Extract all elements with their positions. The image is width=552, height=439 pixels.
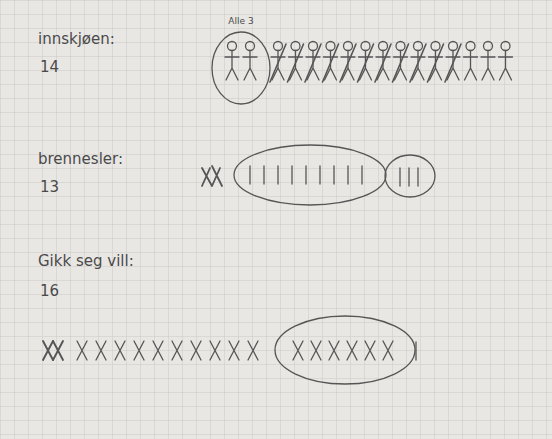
handwritten-label: brennesler: <box>38 150 123 168</box>
group-heading: Alle 3 <box>210 16 272 26</box>
tally-marks <box>202 145 435 205</box>
handwritten-label: 13 <box>40 178 59 196</box>
circled-group: Alle 3 <box>210 16 272 106</box>
handwritten-label: 14 <box>40 58 59 76</box>
stick-figures <box>225 42 513 83</box>
handwritten-label: innskjøen: <box>38 30 115 48</box>
handwritten-label: Gikk seg vill: <box>38 252 134 270</box>
handwritten-label: 16 <box>40 282 59 300</box>
x-marks <box>43 316 416 384</box>
group-outline <box>210 16 272 106</box>
